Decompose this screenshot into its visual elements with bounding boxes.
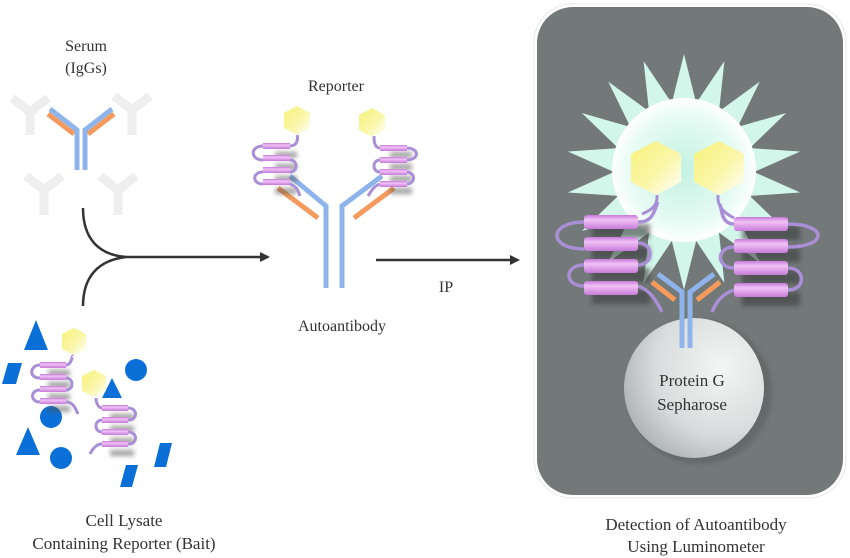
lysate-circle-shape <box>125 359 147 381</box>
lysate-triangle-shape <box>16 427 40 455</box>
autoantibody-icon <box>276 174 396 288</box>
ip-arrow: IP <box>376 255 520 296</box>
lysate-branch-line <box>81 255 127 307</box>
reporter-bait-protein-icon <box>710 203 820 313</box>
igg-antibody-icon <box>46 107 116 170</box>
lysate-label-line2: Containing Reporter (Bait) <box>32 534 215 553</box>
autoantibody-complex-group: Reporter <box>251 78 418 335</box>
reporter-bait-protein-icon <box>251 106 310 197</box>
reporter-hexagon-icon <box>62 328 86 355</box>
reporter-bait-protein-icon <box>30 328 86 415</box>
detection-label-line2: Using Luminometer <box>627 537 765 556</box>
reporter-hexagon-icon <box>359 108 385 137</box>
detection-panel: Protein G Sepharose <box>533 3 847 499</box>
protein-g-sepharose-bead: Protein G Sepharose <box>624 318 772 464</box>
captured-autoantibody-icon <box>650 272 722 348</box>
faded-igg-icon <box>23 172 65 215</box>
cell-lysate-group: Cell Lysate Containing Reporter (Bait) <box>2 320 216 553</box>
reporter-hexagon-icon <box>694 141 744 195</box>
lysate-triangle-shape <box>24 320 48 350</box>
lysate-parallelogram-shape <box>154 443 172 467</box>
autoantibody-label: Autoantibody <box>298 318 386 335</box>
reporter-hexagon-icon <box>82 370 106 397</box>
ip-label: IP <box>439 279 453 296</box>
reporter-hexagon-icon <box>631 141 681 195</box>
serum-group: Serum (IgGs) <box>9 38 153 215</box>
reporter-bait-protein-icon <box>555 201 664 313</box>
lysate-parallelogram-shape <box>120 465 138 487</box>
reporter-hexagon-icon <box>284 106 310 135</box>
lysate-circle-shape <box>50 447 72 469</box>
reporter-bait-protein-icon <box>82 370 137 456</box>
bead-label-line2: Sepharose <box>657 395 727 414</box>
merge-arrow <box>81 207 270 307</box>
detection-label-line1: Detection of Autoantibody <box>605 515 787 534</box>
lysate-parallelogram-shape <box>2 363 22 384</box>
lysate-triangle-shape <box>102 378 122 398</box>
serum-label-line1: Serum <box>65 38 107 55</box>
lysate-label-line1: Cell Lysate <box>86 511 163 530</box>
faded-igg-icon <box>111 92 153 135</box>
faded-igg-icon <box>9 94 51 135</box>
reporter-label: Reporter <box>308 78 365 95</box>
reporter-bait-protein-icon <box>359 108 418 197</box>
faded-igg-icon <box>97 172 139 215</box>
serum-label-line2: (IgGs) <box>65 60 107 77</box>
serum-branch-line <box>81 207 127 259</box>
bead-label-line1: Protein G <box>659 371 725 390</box>
